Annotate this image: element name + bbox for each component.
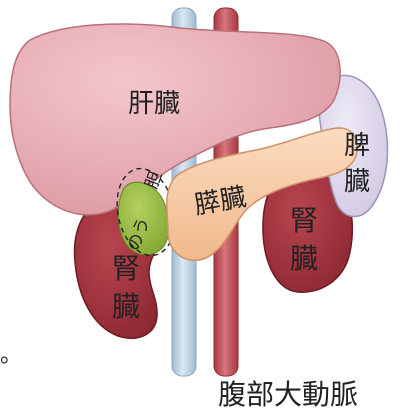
right-kidney-label-line1: 腎 [112, 252, 140, 285]
spleen-label-line2: 臓 [344, 167, 370, 197]
left-kidney-label-line2: 臓 [290, 242, 318, 275]
left-kidney-label-line1: 腎 [290, 204, 318, 237]
spleen-label-line1: 脾 [344, 131, 370, 161]
stray-mark: 。 [0, 343, 22, 368]
right-kidney-label-line2: 臓 [112, 290, 140, 323]
liver-label: 肝臓 [128, 89, 180, 119]
aorta-label: 腹部大動脈 [218, 378, 358, 411]
